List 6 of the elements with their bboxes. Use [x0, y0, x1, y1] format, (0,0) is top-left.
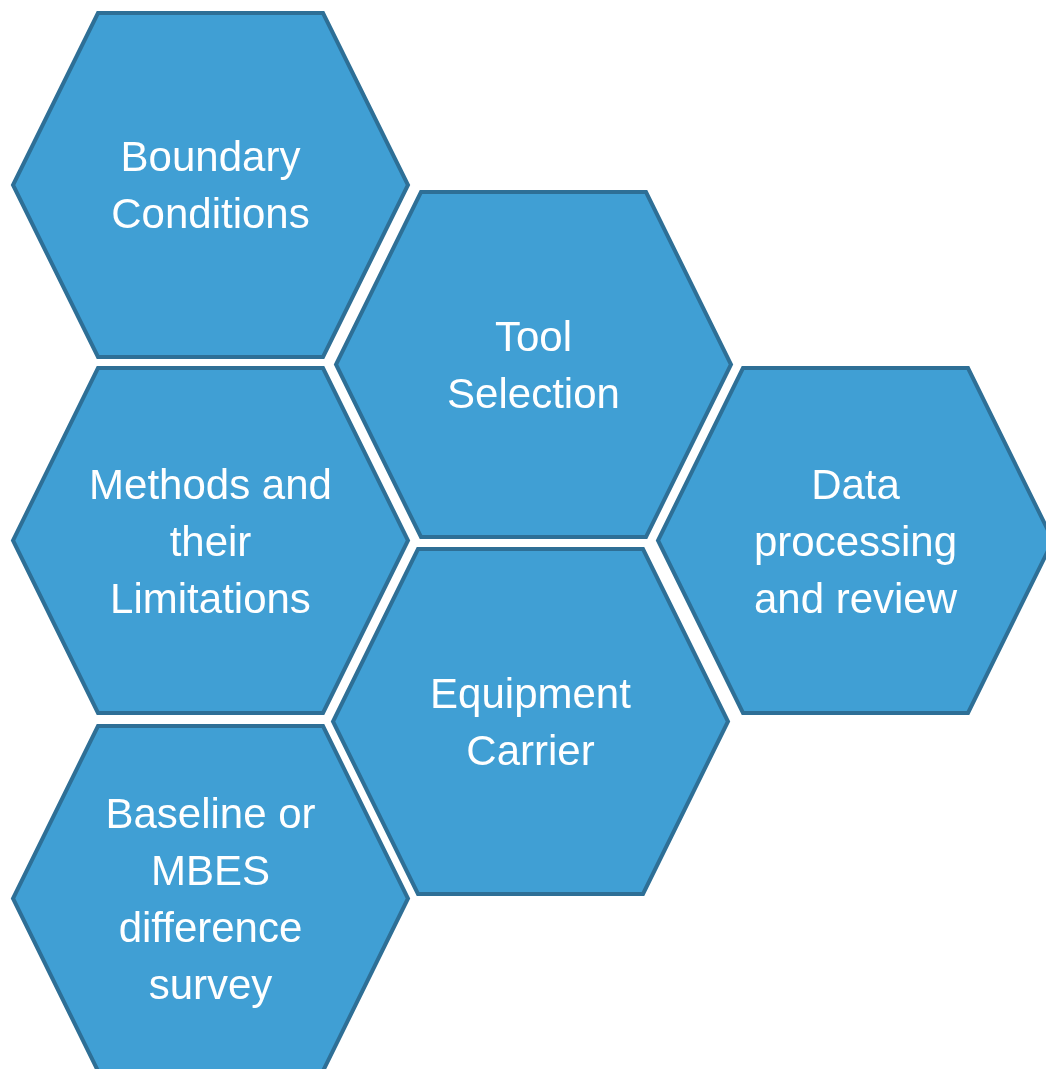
- tile-label: Methods and their Limitations: [88, 459, 333, 623]
- tile-label: Data processing and review: [752, 459, 959, 623]
- tile-label: Tool Selection: [446, 311, 621, 419]
- tile-label: Equipment Carrier: [429, 668, 632, 776]
- tile-label: Boundary Conditions: [110, 132, 311, 239]
- tile-label: Baseline or MBES difference survey: [104, 788, 317, 1010]
